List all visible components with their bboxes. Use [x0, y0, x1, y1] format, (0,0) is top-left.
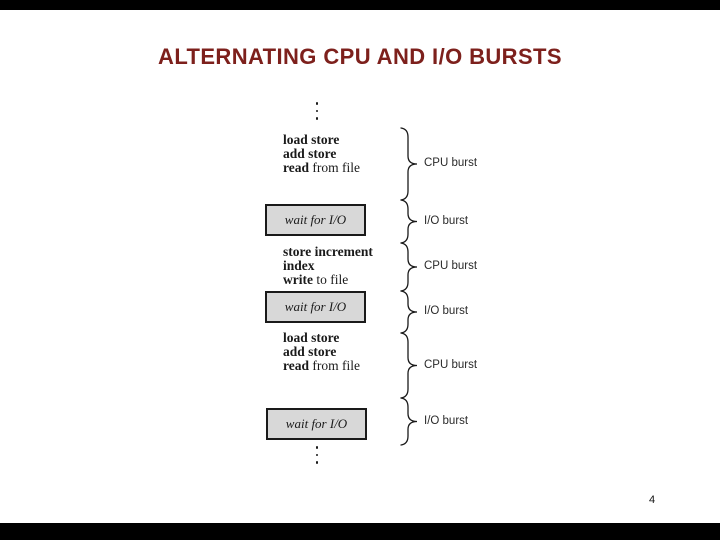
- wait-for-io-label: wait for I/O: [285, 416, 348, 431]
- code-text: read: [283, 160, 309, 175]
- burst-brace: [400, 397, 418, 446]
- code-text: to file: [312, 272, 349, 287]
- slide-title: ALTERNATING CPU AND I/O BURSTS: [158, 44, 562, 69]
- wait-for-io-box-3: wait for I/O: [266, 408, 367, 440]
- code-text: add store: [283, 344, 337, 359]
- letterbox-top-bar: [0, 0, 720, 10]
- burst-brace: [400, 127, 418, 201]
- burst-label: CPU burst: [424, 157, 478, 169]
- burst-brace: [400, 332, 418, 399]
- code-text: index: [283, 258, 315, 273]
- code-text: from file: [309, 160, 360, 175]
- code-text: store increment: [283, 244, 373, 259]
- code-line: index: [283, 259, 373, 273]
- code-text: write: [283, 272, 313, 287]
- code-text: add store: [283, 146, 337, 161]
- burst-label: CPU burst: [424, 358, 478, 371]
- burst-label: I/O burst: [424, 214, 469, 227]
- burst-label: I/O burst: [424, 305, 469, 317]
- code-line: write to file: [283, 273, 373, 287]
- burst-brace: [400, 199, 418, 244]
- wait-for-io-label: wait for I/O: [284, 299, 347, 314]
- burst-label: CPU burst: [424, 260, 478, 272]
- burst-label: I/O burst: [424, 414, 469, 427]
- code-line: add store: [283, 147, 360, 161]
- code-line: load store: [283, 133, 360, 147]
- burst-brace: [400, 242, 418, 292]
- code-line: read from file: [283, 161, 360, 175]
- wait-for-io-box-1: wait for I/O: [265, 204, 366, 236]
- vertical-ellipsis-bottom: [315, 446, 319, 464]
- code-text: load store: [283, 132, 340, 147]
- code-text: read: [283, 358, 309, 373]
- page-number: 4: [648, 494, 656, 506]
- code-line: read from file: [283, 359, 360, 373]
- code-text: load store: [283, 330, 340, 345]
- vertical-ellipsis-top: [315, 102, 319, 120]
- code-text: from file: [309, 358, 360, 373]
- code-line: load store: [283, 331, 360, 345]
- code-line: store increment: [283, 245, 373, 259]
- wait-for-io-box-2: wait for I/O: [265, 291, 366, 323]
- letterbox-bottom-bar: [0, 523, 720, 540]
- code-line: add store: [283, 345, 360, 359]
- wait-for-io-label: wait for I/O: [284, 212, 347, 227]
- burst-brace: [400, 290, 418, 334]
